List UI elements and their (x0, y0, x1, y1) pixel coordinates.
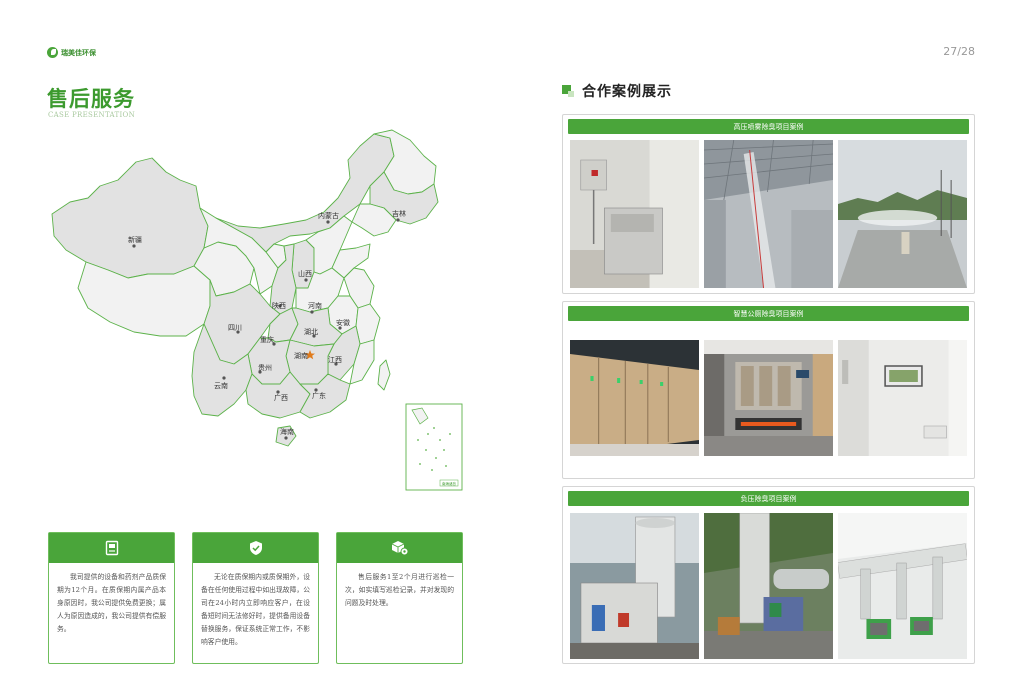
case-title: 负压除臭项目案例 (568, 491, 969, 506)
label-guangxi: 广西 (274, 393, 288, 402)
logo-text: 瑞美佳环保 (61, 48, 96, 57)
label-sichuan: 四川 (228, 324, 242, 332)
photo-toilet-stalls (570, 340, 699, 456)
card-text: 售后服务1至2个月进行巡检一次，如实填写巡检记录，并对发现的问题及时处理。 (345, 573, 454, 607)
page-subtitle: CASE PRESENTATION (48, 111, 136, 119)
china-service-map: 南海诸岛 新疆 内蒙古 吉林 山西 陕西 河南 四川 湖北 安徽 重庆 湖南 江… (51, 129, 463, 491)
photo-spray-outdoor (838, 140, 967, 288)
card-header (49, 533, 174, 563)
card-text: 我司提供的设备和药剂产品质保期为12个月。在质保期内属产品本身原因时，我公司提供… (57, 573, 166, 633)
south-china-sea-inset: 南海诸岛 (405, 403, 463, 491)
card-header (337, 533, 462, 563)
brand-logo: 瑞美佳环保 (47, 47, 96, 58)
label-neimenggu: 内蒙古 (318, 211, 339, 220)
card-text: 无论在质保期内或质保期外，设备在任何使用过程中如出现故障，公司在24小时内立即响… (201, 573, 310, 646)
province-hainan (275, 425, 297, 447)
case-photos (570, 340, 967, 456)
label-guangdong: 广东 (312, 391, 326, 400)
case-block-spray: 高压喷雾除臭项目案例 (562, 114, 975, 294)
case-block-negative-pressure: 负压除臭项目案例 (562, 486, 975, 664)
case-title: 智慧公厕除臭项目案例 (568, 306, 969, 321)
inset-label: 南海诸岛 (442, 481, 456, 486)
label-jiangxi: 江西 (328, 356, 342, 364)
service-card-inspection: 售后服务1至2个月进行巡检一次，如实填写巡检记录，并对发现的问题及时处理。 (336, 532, 463, 664)
label-hubei: 湖北 (304, 327, 318, 336)
leaf-logo-icon (47, 47, 58, 58)
case-photos (570, 140, 967, 288)
square-bullet-icon (562, 85, 574, 97)
service-card-warranty: 我司提供的设备和药剂产品质保期为12个月。在质保期内属产品本身原因时，我公司提供… (48, 532, 175, 664)
province-guangdong (299, 373, 351, 419)
photo-toilet-hall (704, 340, 833, 456)
case-block-toilet: 智慧公厕除臭项目案例 (562, 301, 975, 479)
province-yunnan (191, 323, 253, 417)
photo-spray-unit (570, 140, 699, 288)
case-title: 高压喷雾除臭项目案例 (568, 119, 969, 134)
label-henan: 河南 (308, 301, 322, 310)
label-jilin: 吉林 (392, 209, 406, 218)
province-liaoning (351, 203, 397, 237)
section-title: 合作案例展示 (562, 81, 672, 101)
label-chongqing: 重庆 (260, 335, 274, 344)
label-yunnan: 云南 (214, 381, 228, 390)
label-shanxi: 山西 (298, 269, 312, 278)
case-photos (570, 513, 967, 659)
shield-check-icon (249, 541, 262, 555)
label-shaanxi: 陕西 (272, 301, 286, 310)
province-taiwan (377, 359, 391, 391)
card-header (193, 533, 318, 563)
label-hunan: 湖南 (294, 351, 308, 360)
hunan-star-icon (305, 350, 315, 360)
page-number: 27/28 (943, 45, 975, 58)
page-title: 售后服务 (47, 86, 135, 111)
province-zhejiang (355, 303, 381, 345)
book-icon (105, 540, 118, 556)
section-title-text: 合作案例展示 (582, 84, 672, 100)
province-hebei (305, 215, 353, 275)
box-gear-icon (391, 541, 408, 556)
photo-toilet-washroom (838, 340, 967, 456)
service-card-response: 无论在质保期内或质保期外，设备在任何使用过程中如出现故障，公司在24小时内立即响… (192, 532, 319, 664)
label-guizhou: 贵州 (258, 363, 272, 372)
label-anhui: 安徽 (336, 318, 350, 327)
photo-ceiling-ducts (838, 513, 967, 659)
province-xinjiang (51, 157, 209, 279)
photo-tower-pumps (704, 513, 833, 659)
photo-scrubber-tank (570, 513, 699, 659)
label-xinjiang: 新疆 (128, 235, 142, 244)
photo-spray-ceiling (704, 140, 833, 288)
label-hainan: 海南 (280, 427, 294, 436)
